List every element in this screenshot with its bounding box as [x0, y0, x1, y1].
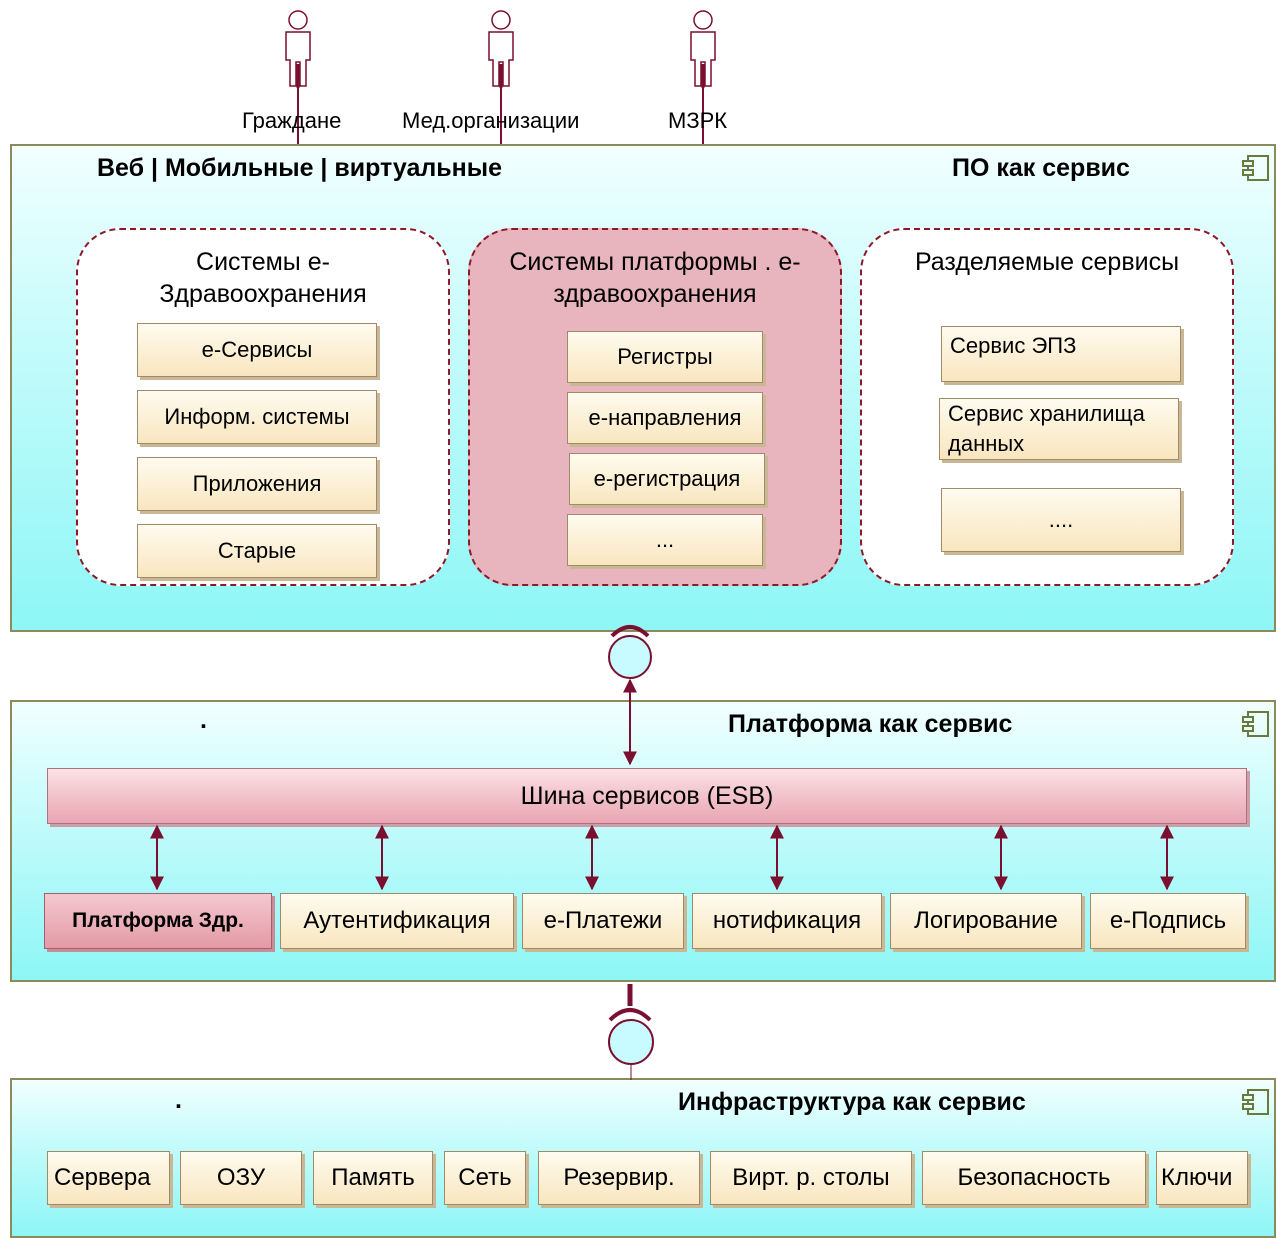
- platform-item: Регистры: [567, 331, 763, 383]
- platform-item: ...: [567, 514, 763, 566]
- saas-title: ПО как сервис: [952, 154, 1130, 182]
- saas-layer: Веб | Мобильные | виртуальные ПО как сер…: [10, 144, 1276, 632]
- ehealth-item: е-Сервисы: [137, 323, 377, 377]
- actor-citizens-icon: [278, 8, 318, 146]
- group-platform-systems-title: Системы платформы . е-здравоохранения: [509, 248, 801, 308]
- platform-item: е-регистрация: [569, 453, 765, 505]
- component-icon: [1242, 1089, 1269, 1115]
- actor-label-medorgs: Мед.организации: [402, 108, 580, 133]
- infra-item: Вирт. р. столы: [710, 1151, 912, 1205]
- shared-item: Сервис ЭПЗ: [941, 326, 1181, 382]
- group-shared-services: Разделяемые сервисы Сервис ЭПЗ Сервис хр…: [860, 228, 1234, 586]
- infra-item: Сеть: [444, 1151, 526, 1205]
- paas-title: Платформа как сервис: [728, 710, 1013, 738]
- infra-item: Ключи: [1156, 1151, 1248, 1205]
- infra-item: Безопасность: [922, 1151, 1146, 1205]
- group-ehealth-systems-title: Системы е-Здравоохранения: [159, 248, 367, 308]
- saas-channels: Веб | Мобильные | виртуальные: [97, 154, 502, 182]
- infra-item: Память: [313, 1151, 433, 1205]
- platform-item: е-направления: [567, 392, 763, 444]
- shared-item: ....: [941, 488, 1181, 552]
- ehealth-item: Информ. системы: [137, 390, 377, 444]
- group-platform-systems: Системы платформы . е-здравоохранения Ре…: [468, 228, 842, 586]
- service-notification: нотификация: [692, 893, 882, 949]
- shared-item: Сервис хранилища данных: [939, 398, 1179, 460]
- actor-mzrk-icon: [683, 8, 723, 146]
- actor-label-citizens: Граждане: [242, 108, 342, 133]
- paas-dot: .: [200, 706, 207, 734]
- ehealth-item: Старые: [137, 524, 377, 578]
- iaas-dot: .: [175, 1086, 182, 1114]
- service-health-platform: Платформа Здр.: [44, 893, 272, 949]
- infra-item: Сервера: [47, 1151, 170, 1205]
- ehealth-item: Приложения: [137, 457, 377, 511]
- infra-item: Резервир.: [538, 1151, 700, 1205]
- service-esignature: е-Подпись: [1090, 893, 1246, 949]
- group-shared-services-title: Разделяемые сервисы: [914, 248, 1180, 276]
- service-payments: е-Платежи: [522, 893, 684, 949]
- actor-label-mzrk: МЗРК: [668, 108, 728, 133]
- component-icon: [1242, 711, 1269, 737]
- infra-item: ОЗУ: [180, 1151, 302, 1205]
- component-icon: [1242, 155, 1269, 181]
- esb-bus: Шина сервисов (ESB): [47, 768, 1247, 824]
- group-ehealth-systems: Системы е-Здравоохранения е-Сервисы Инфо…: [76, 228, 450, 586]
- iaas-title: Инфраструктура как сервис: [678, 1088, 1026, 1116]
- service-logging: Логирование: [890, 893, 1082, 949]
- service-auth: Аутентификация: [280, 893, 514, 949]
- actor-medorgs-icon: [481, 8, 521, 146]
